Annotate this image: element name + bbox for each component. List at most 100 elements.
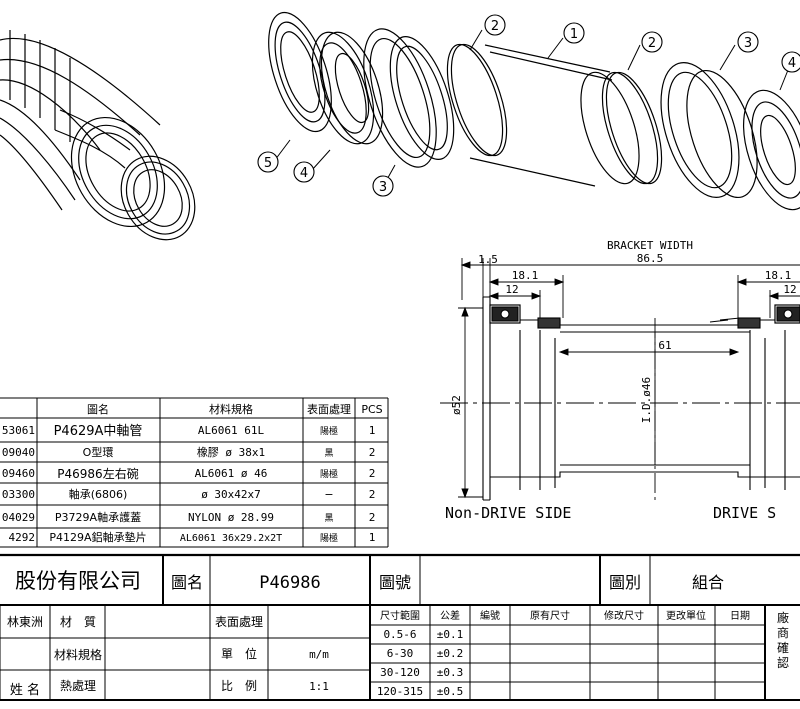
part-balloons: 1 2 2 3 4 5 4 3 (257, 14, 800, 197)
bom-header-pcs: PCS (361, 403, 382, 416)
balloon: 5 (257, 151, 279, 173)
svg-text:09040: 09040 (2, 446, 35, 459)
exploded-view (268, 11, 800, 211)
svg-text:2: 2 (369, 488, 376, 501)
tol-header-range: 尺寸範圍 (380, 609, 420, 622)
tol-header-tolerance: 公差 (440, 609, 460, 622)
tol-header-date: 日期 (730, 610, 750, 622)
drawing-name: P46986 (259, 573, 320, 593)
section-labels: BRACKET WIDTH 86.5 1.5 18.1 12 18.1 12 6… (445, 239, 797, 522)
svg-text:黑: 黑 (324, 448, 333, 459)
approval-char: 認 (777, 655, 789, 670)
approval-char: 廠 (777, 610, 789, 625)
svg-text:3: 3 (744, 36, 752, 51)
balloon: 3 (737, 31, 759, 53)
table-row: 4292 P4129A鋁軸承墊片 AL6061 36x29.2x2T 陽極 1 (9, 530, 376, 544)
unit-value: m/m (309, 648, 329, 661)
svg-text:陽極: 陽極 (320, 425, 338, 437)
drawing-number-label: 圖號 (379, 573, 411, 592)
bom-header-name: 圖名 (87, 402, 109, 416)
svg-text:120-315: 120-315 (377, 685, 423, 698)
dim-1-5: 1.5 (478, 253, 498, 266)
assembled-iso-view (0, 30, 196, 241)
svg-text:±0.1: ±0.1 (437, 628, 464, 641)
table-row: 53061 P4629A中軸管 AL6061 61L 陽極 1 (2, 424, 375, 439)
svg-text:4: 4 (300, 166, 308, 181)
tolerance-row: 6-30 ±0.2 (387, 647, 464, 660)
dim-18-1-left: 18.1 (512, 269, 539, 282)
svg-text:AL6061 ø 46: AL6061 ø 46 (195, 467, 268, 480)
svg-text:黑: 黑 (324, 513, 333, 524)
id-46: I.D.ø46 (640, 377, 653, 423)
svg-text:53061: 53061 (2, 424, 35, 437)
drawing-name-label: 圖名 (171, 573, 203, 592)
svg-text:1: 1 (369, 424, 376, 437)
svg-text:5: 5 (264, 156, 272, 171)
svg-text:2: 2 (369, 467, 376, 480)
svg-text:陽極: 陽極 (320, 532, 338, 544)
name-label: 姓 名 (10, 682, 40, 698)
svg-text:2: 2 (369, 511, 376, 524)
svg-text:1: 1 (570, 27, 578, 42)
drawn-by: 林東洲 (7, 615, 43, 629)
balloon: 1 (563, 22, 585, 44)
bom-rows: 53061 P4629A中軸管 AL6061 61L 陽極 1 09040 O型… (2, 424, 375, 544)
svg-text:P4129A鋁軸承墊片: P4129A鋁軸承墊片 (49, 530, 146, 544)
bracket-width-title: BRACKET WIDTH (607, 239, 693, 252)
svg-text:P46986左右碗: P46986左右碗 (57, 466, 138, 481)
title-block-grid (0, 553, 800, 701)
balloon: 2 (484, 14, 506, 36)
svg-text:4: 4 (788, 56, 796, 71)
svg-text:0.5-6: 0.5-6 (383, 628, 416, 641)
svg-text:03300: 03300 (2, 488, 35, 501)
scale-value: 1:1 (309, 680, 329, 693)
section-dimensions (458, 258, 800, 499)
scale-label: 比 例 (221, 679, 257, 693)
vendor-approval: 廠 商 確 認 (777, 610, 789, 670)
drive-side-label: DRIVE S (713, 504, 776, 522)
balloon-leaders (274, 29, 791, 184)
dia-52: ø52 (450, 395, 463, 415)
svg-text:3: 3 (379, 180, 387, 195)
unit-label: 單 位 (221, 646, 257, 661)
svg-text:2: 2 (648, 36, 656, 51)
svg-text:±0.5: ±0.5 (437, 685, 464, 698)
svg-text:橡膠 ø 38x1: 橡膠 ø 38x1 (197, 446, 265, 459)
svg-text:4292: 4292 (9, 531, 36, 544)
table-row: 04029 P3729A軸承護蓋 NYLON ø 28.99 黑 2 (2, 510, 375, 524)
svg-text:O型環: O型環 (83, 445, 114, 459)
table-row: 09460 P46986左右碗 AL6061 ø 46 陽極 2 (2, 466, 375, 481)
svg-text:09460: 09460 (2, 467, 35, 480)
dim-12-right: 12 (783, 283, 796, 296)
tolerance-row: 30-120 ±0.3 (380, 666, 463, 679)
dim-61: 61 (658, 339, 671, 352)
balloon: 4 (293, 161, 315, 183)
bom-header-finish: 表面處理 (307, 402, 351, 416)
svg-text:6-30: 6-30 (387, 647, 414, 660)
table-row: 03300 軸承(6806) ø 30x42x7 − 2 (2, 487, 375, 501)
tolerance-row: 0.5-6 ±0.1 (383, 628, 463, 641)
section-view (482, 296, 800, 501)
section-centerline (440, 318, 800, 500)
svg-text:NYLON ø 28.99: NYLON ø 28.99 (188, 511, 274, 524)
svg-text:2: 2 (491, 19, 499, 34)
svg-text:±0.3: ±0.3 (437, 666, 464, 679)
tol-header-unit: 更改單位 (666, 609, 706, 622)
tolerance-row: 120-315 ±0.5 (377, 685, 463, 698)
balloon: 2 (641, 31, 663, 53)
spec-label: 材料規格 (54, 647, 102, 662)
category-label: 圖別 (609, 573, 641, 592)
svg-text:P4629A中軸管: P4629A中軸管 (54, 424, 143, 439)
bom-header-material: 材料規格 (209, 402, 253, 416)
balloon: 3 (372, 175, 394, 197)
svg-text:±0.2: ±0.2 (437, 647, 464, 660)
tol-header-modified: 修改尺寸 (604, 609, 644, 622)
heat-treatment-label: 熱處理 (60, 679, 96, 693)
svg-text:−: − (324, 488, 333, 501)
company-name: 股份有限公司 (15, 569, 141, 593)
svg-text:陽極: 陽極 (320, 468, 338, 480)
svg-text:P3729A軸承護蓋: P3729A軸承護蓋 (55, 510, 141, 524)
category-value: 組合 (692, 573, 724, 592)
bracket-width-value: 86.5 (637, 252, 664, 265)
